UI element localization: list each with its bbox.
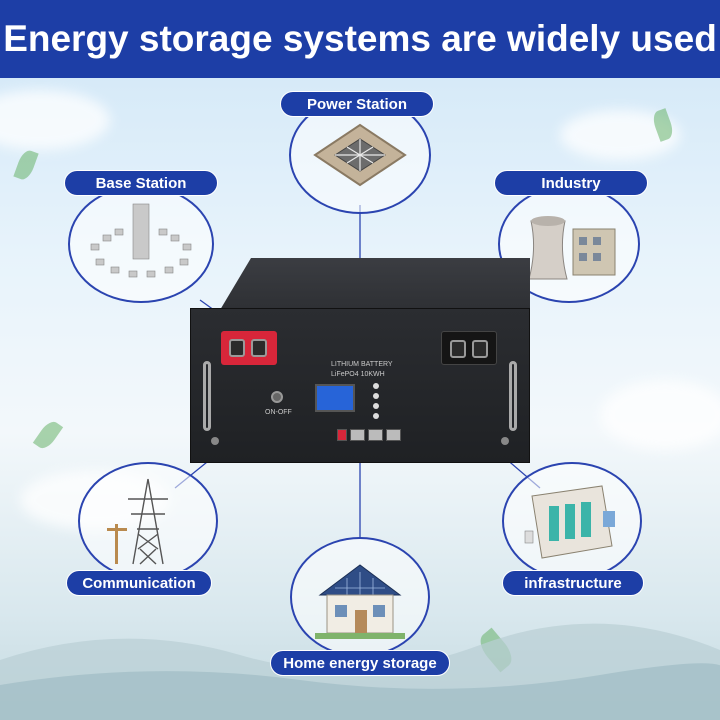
page-title: Energy storage systems are widely used (3, 18, 717, 59)
port-icon (350, 429, 365, 441)
negative-terminal (441, 331, 497, 365)
cloud (600, 380, 720, 450)
industry-icon (528, 216, 616, 280)
label-base-station: Base Station (64, 170, 218, 196)
power-switch-label: ON-OFF (265, 409, 292, 416)
right-handle (509, 361, 517, 431)
screw-icon (501, 437, 509, 445)
positive-terminal (221, 331, 277, 365)
label-power-station: Power Station (280, 91, 434, 117)
led-indicator (373, 383, 379, 389)
label-communication: Communication (66, 570, 212, 596)
battery-front-panel: LITHIUM BATTERY LiFePO4 10KWH ON-OFF (190, 308, 530, 463)
base-station-icon (90, 203, 192, 278)
title-banner: Energy storage systems are widely used (0, 0, 720, 78)
power-switch-button (271, 391, 283, 403)
communication-ports (337, 429, 417, 443)
port-icon (386, 429, 401, 441)
transmission-tower-icon (107, 478, 168, 565)
left-handle (203, 361, 211, 431)
screw-icon (211, 437, 219, 445)
label-industry: Industry (494, 170, 648, 196)
bolt-icon (251, 339, 267, 357)
port-icon (337, 429, 347, 441)
power-station-icon (313, 123, 407, 187)
infrastructure-icon (524, 485, 615, 559)
house-solar-icon (315, 563, 405, 639)
led-indicator (373, 403, 379, 409)
led-indicator (373, 413, 379, 419)
status-leds (373, 383, 379, 423)
bolt-icon (472, 340, 488, 358)
battery-top-panel (220, 258, 530, 310)
infrastructure-circle (502, 462, 642, 580)
port-icon (368, 429, 383, 441)
lithium-battery-unit: LITHIUM BATTERY LiFePO4 10KWH ON-OFF (190, 258, 530, 463)
home-energy-storage-circle (290, 537, 430, 657)
battery-label-line1: LITHIUM BATTERY (331, 361, 393, 368)
bolt-icon (450, 340, 466, 358)
base-station-circle (68, 185, 214, 303)
bolt-icon (229, 339, 245, 357)
battery-label-line2: LiFePO4 10KWH (331, 371, 385, 378)
led-indicator (373, 393, 379, 399)
communication-circle (78, 462, 218, 580)
cloud (0, 90, 110, 150)
battery-display-screen (315, 384, 355, 412)
label-infrastructure: infrastructure (502, 570, 644, 596)
label-home-energy-storage: Home energy storage (270, 650, 450, 676)
